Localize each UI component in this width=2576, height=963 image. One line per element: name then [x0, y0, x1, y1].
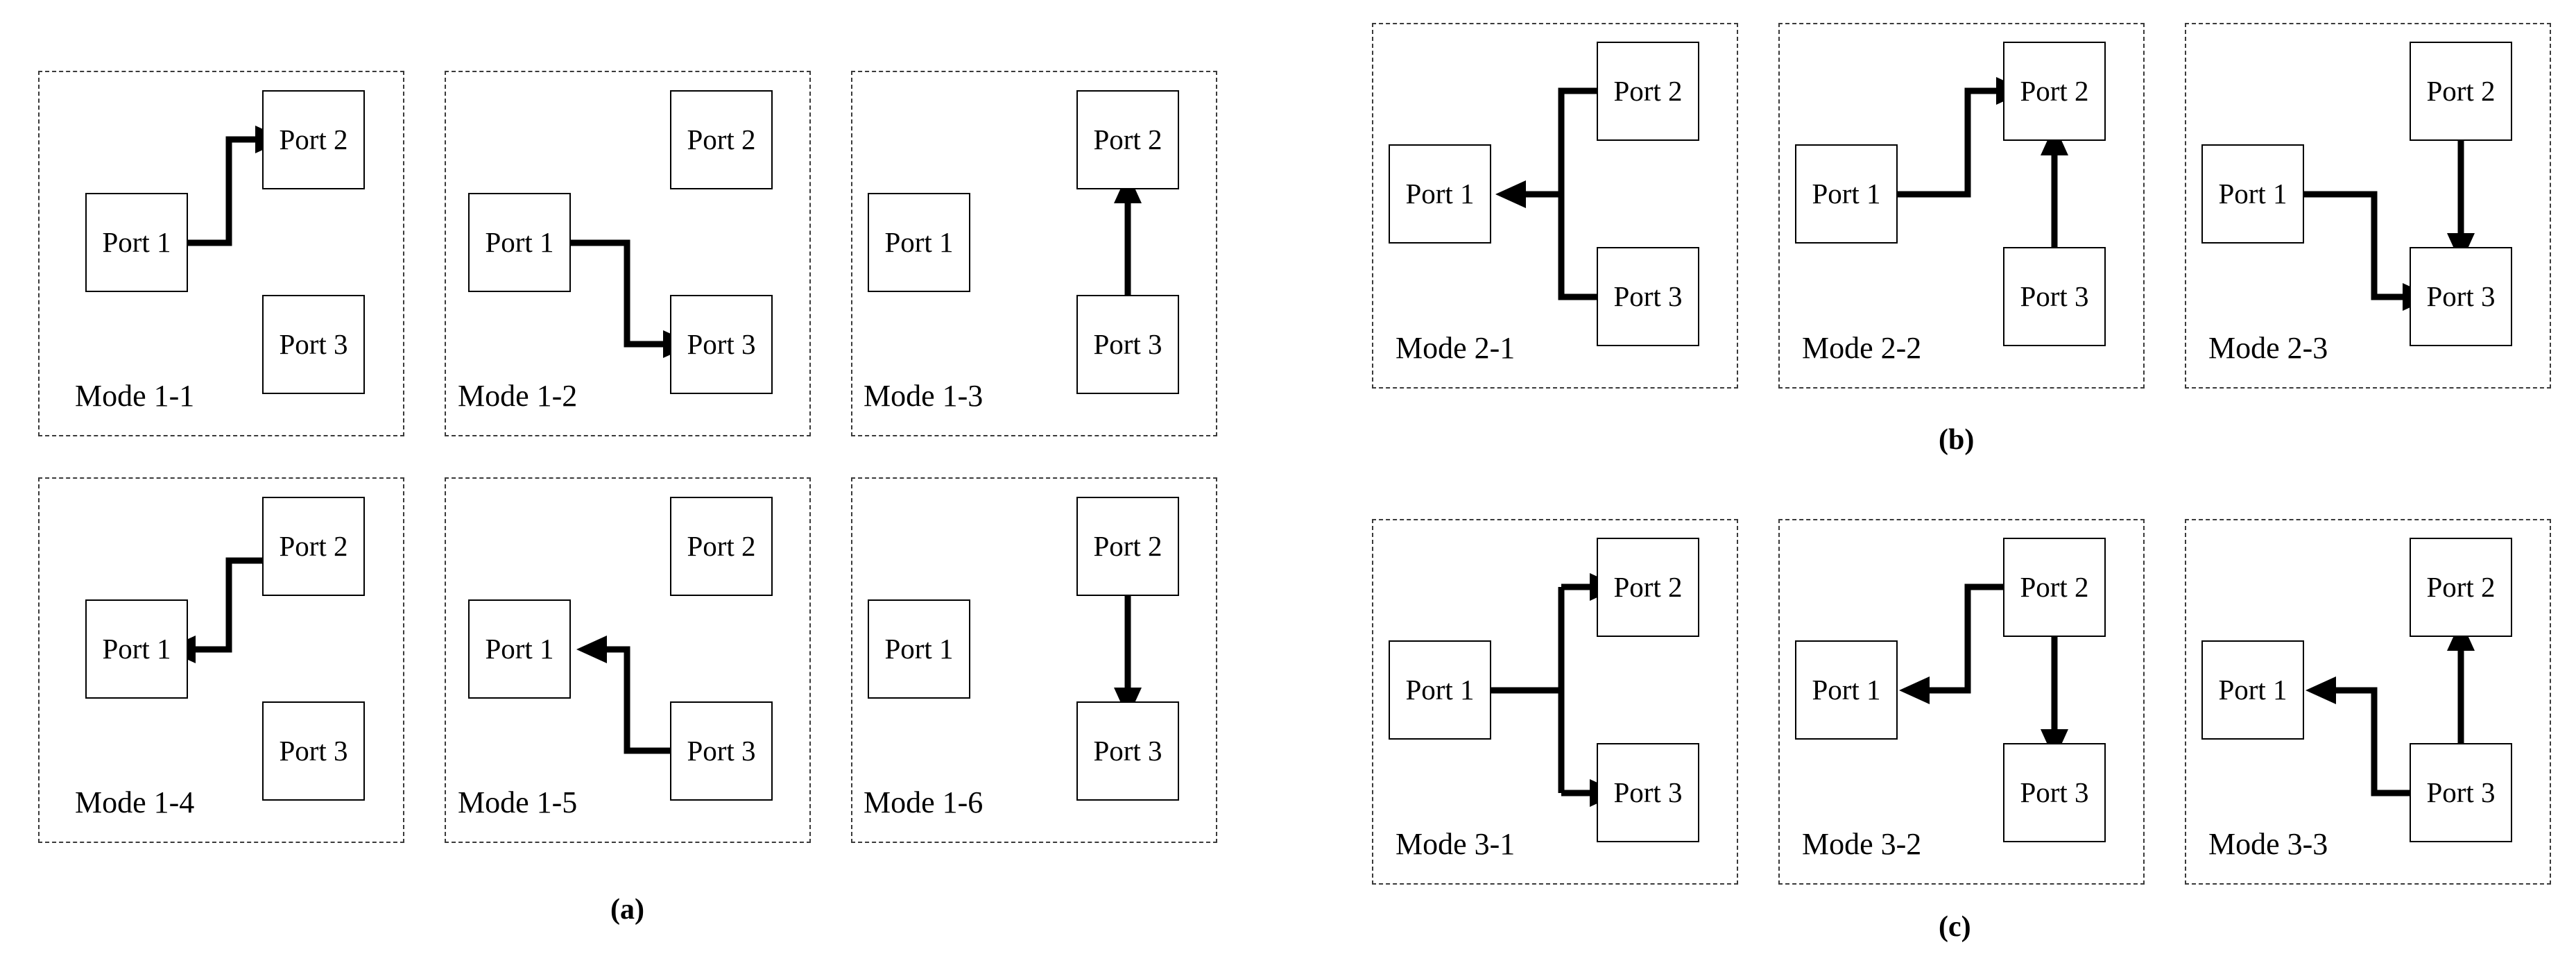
- mode-label-2-3: Mode 2-3: [2208, 331, 2328, 365]
- port-box-1: Port 1: [1389, 640, 1491, 740]
- mode-panel-3-2: [1778, 519, 2145, 885]
- mode-label-1-5: Mode 1-5: [458, 785, 578, 819]
- port-box-1: Port 1: [2201, 144, 2304, 244]
- mode-panel-2-3: [2185, 23, 2551, 389]
- mode-label-2-1: Mode 2-1: [1396, 331, 1515, 365]
- port-box-3: Port 3: [2410, 247, 2512, 346]
- mode-label-1-6: Mode 1-6: [864, 785, 984, 819]
- mode-label-1-2: Mode 1-2: [458, 379, 578, 413]
- mode-panel-1-1: [38, 71, 404, 436]
- port-box-3: Port 3: [1076, 295, 1179, 394]
- port-box-2: Port 2: [1076, 90, 1179, 189]
- port-box-3: Port 3: [2003, 743, 2106, 842]
- port-box-3: Port 3: [670, 701, 773, 801]
- mode-panel-3-3: [2185, 519, 2551, 885]
- mode-label-2-2: Mode 2-2: [1802, 331, 1922, 365]
- port-box-1: Port 1: [468, 599, 571, 699]
- port-box-2: Port 2: [670, 497, 773, 596]
- port-box-2: Port 2: [1597, 42, 1699, 141]
- port-box-2: Port 2: [2003, 538, 2106, 637]
- port-box-1: Port 1: [1795, 640, 1898, 740]
- port-box-3: Port 3: [262, 701, 365, 801]
- mode-panel-1-6: [851, 477, 1217, 843]
- mode-label-1-4: Mode 1-4: [75, 785, 195, 819]
- port-box-3: Port 3: [2410, 743, 2512, 842]
- mode-label-3-2: Mode 3-2: [1802, 827, 1922, 861]
- port-box-3: Port 3: [1597, 743, 1699, 842]
- port-box-3: Port 3: [1597, 247, 1699, 346]
- mode-label-3-3: Mode 3-3: [2208, 827, 2328, 861]
- mode-panel-3-1: [1372, 519, 1738, 885]
- mode-panel-2-1: [1372, 23, 1738, 389]
- subfigure-caption-a: (a): [610, 894, 644, 926]
- port-box-1: Port 1: [85, 193, 188, 292]
- port-box-2: Port 2: [2410, 42, 2512, 141]
- port-box-2: Port 2: [1597, 538, 1699, 637]
- mode-panel-1-5: [445, 477, 811, 843]
- subfigure-caption-b: (b): [1939, 424, 1975, 456]
- mode-panel-1-4: [38, 477, 404, 843]
- port-box-1: Port 1: [2201, 640, 2304, 740]
- port-box-1: Port 1: [85, 599, 188, 699]
- port-box-1: Port 1: [1795, 144, 1898, 244]
- port-box-2: Port 2: [670, 90, 773, 189]
- port-box-1: Port 1: [868, 599, 970, 699]
- mode-label-1-3: Mode 1-3: [864, 379, 984, 413]
- port-box-2: Port 2: [262, 90, 365, 189]
- port-box-2: Port 2: [2003, 42, 2106, 141]
- port-box-1: Port 1: [868, 193, 970, 292]
- port-box-3: Port 3: [2003, 247, 2106, 346]
- mode-label-1-1: Mode 1-1: [75, 379, 195, 413]
- mode-panel-2-2: [1778, 23, 2145, 389]
- mode-label-3-1: Mode 3-1: [1396, 827, 1515, 861]
- mode-panel-1-3: [851, 71, 1217, 436]
- port-box-2: Port 2: [262, 497, 365, 596]
- port-box-1: Port 1: [1389, 144, 1491, 244]
- port-box-3: Port 3: [1076, 701, 1179, 801]
- port-box-3: Port 3: [262, 295, 365, 394]
- port-box-3: Port 3: [670, 295, 773, 394]
- mode-panel-1-2: [445, 71, 811, 436]
- subfigure-caption-c: (c): [1939, 911, 1971, 943]
- port-box-2: Port 2: [2410, 538, 2512, 637]
- port-box-1: Port 1: [468, 193, 571, 292]
- port-box-2: Port 2: [1076, 497, 1179, 596]
